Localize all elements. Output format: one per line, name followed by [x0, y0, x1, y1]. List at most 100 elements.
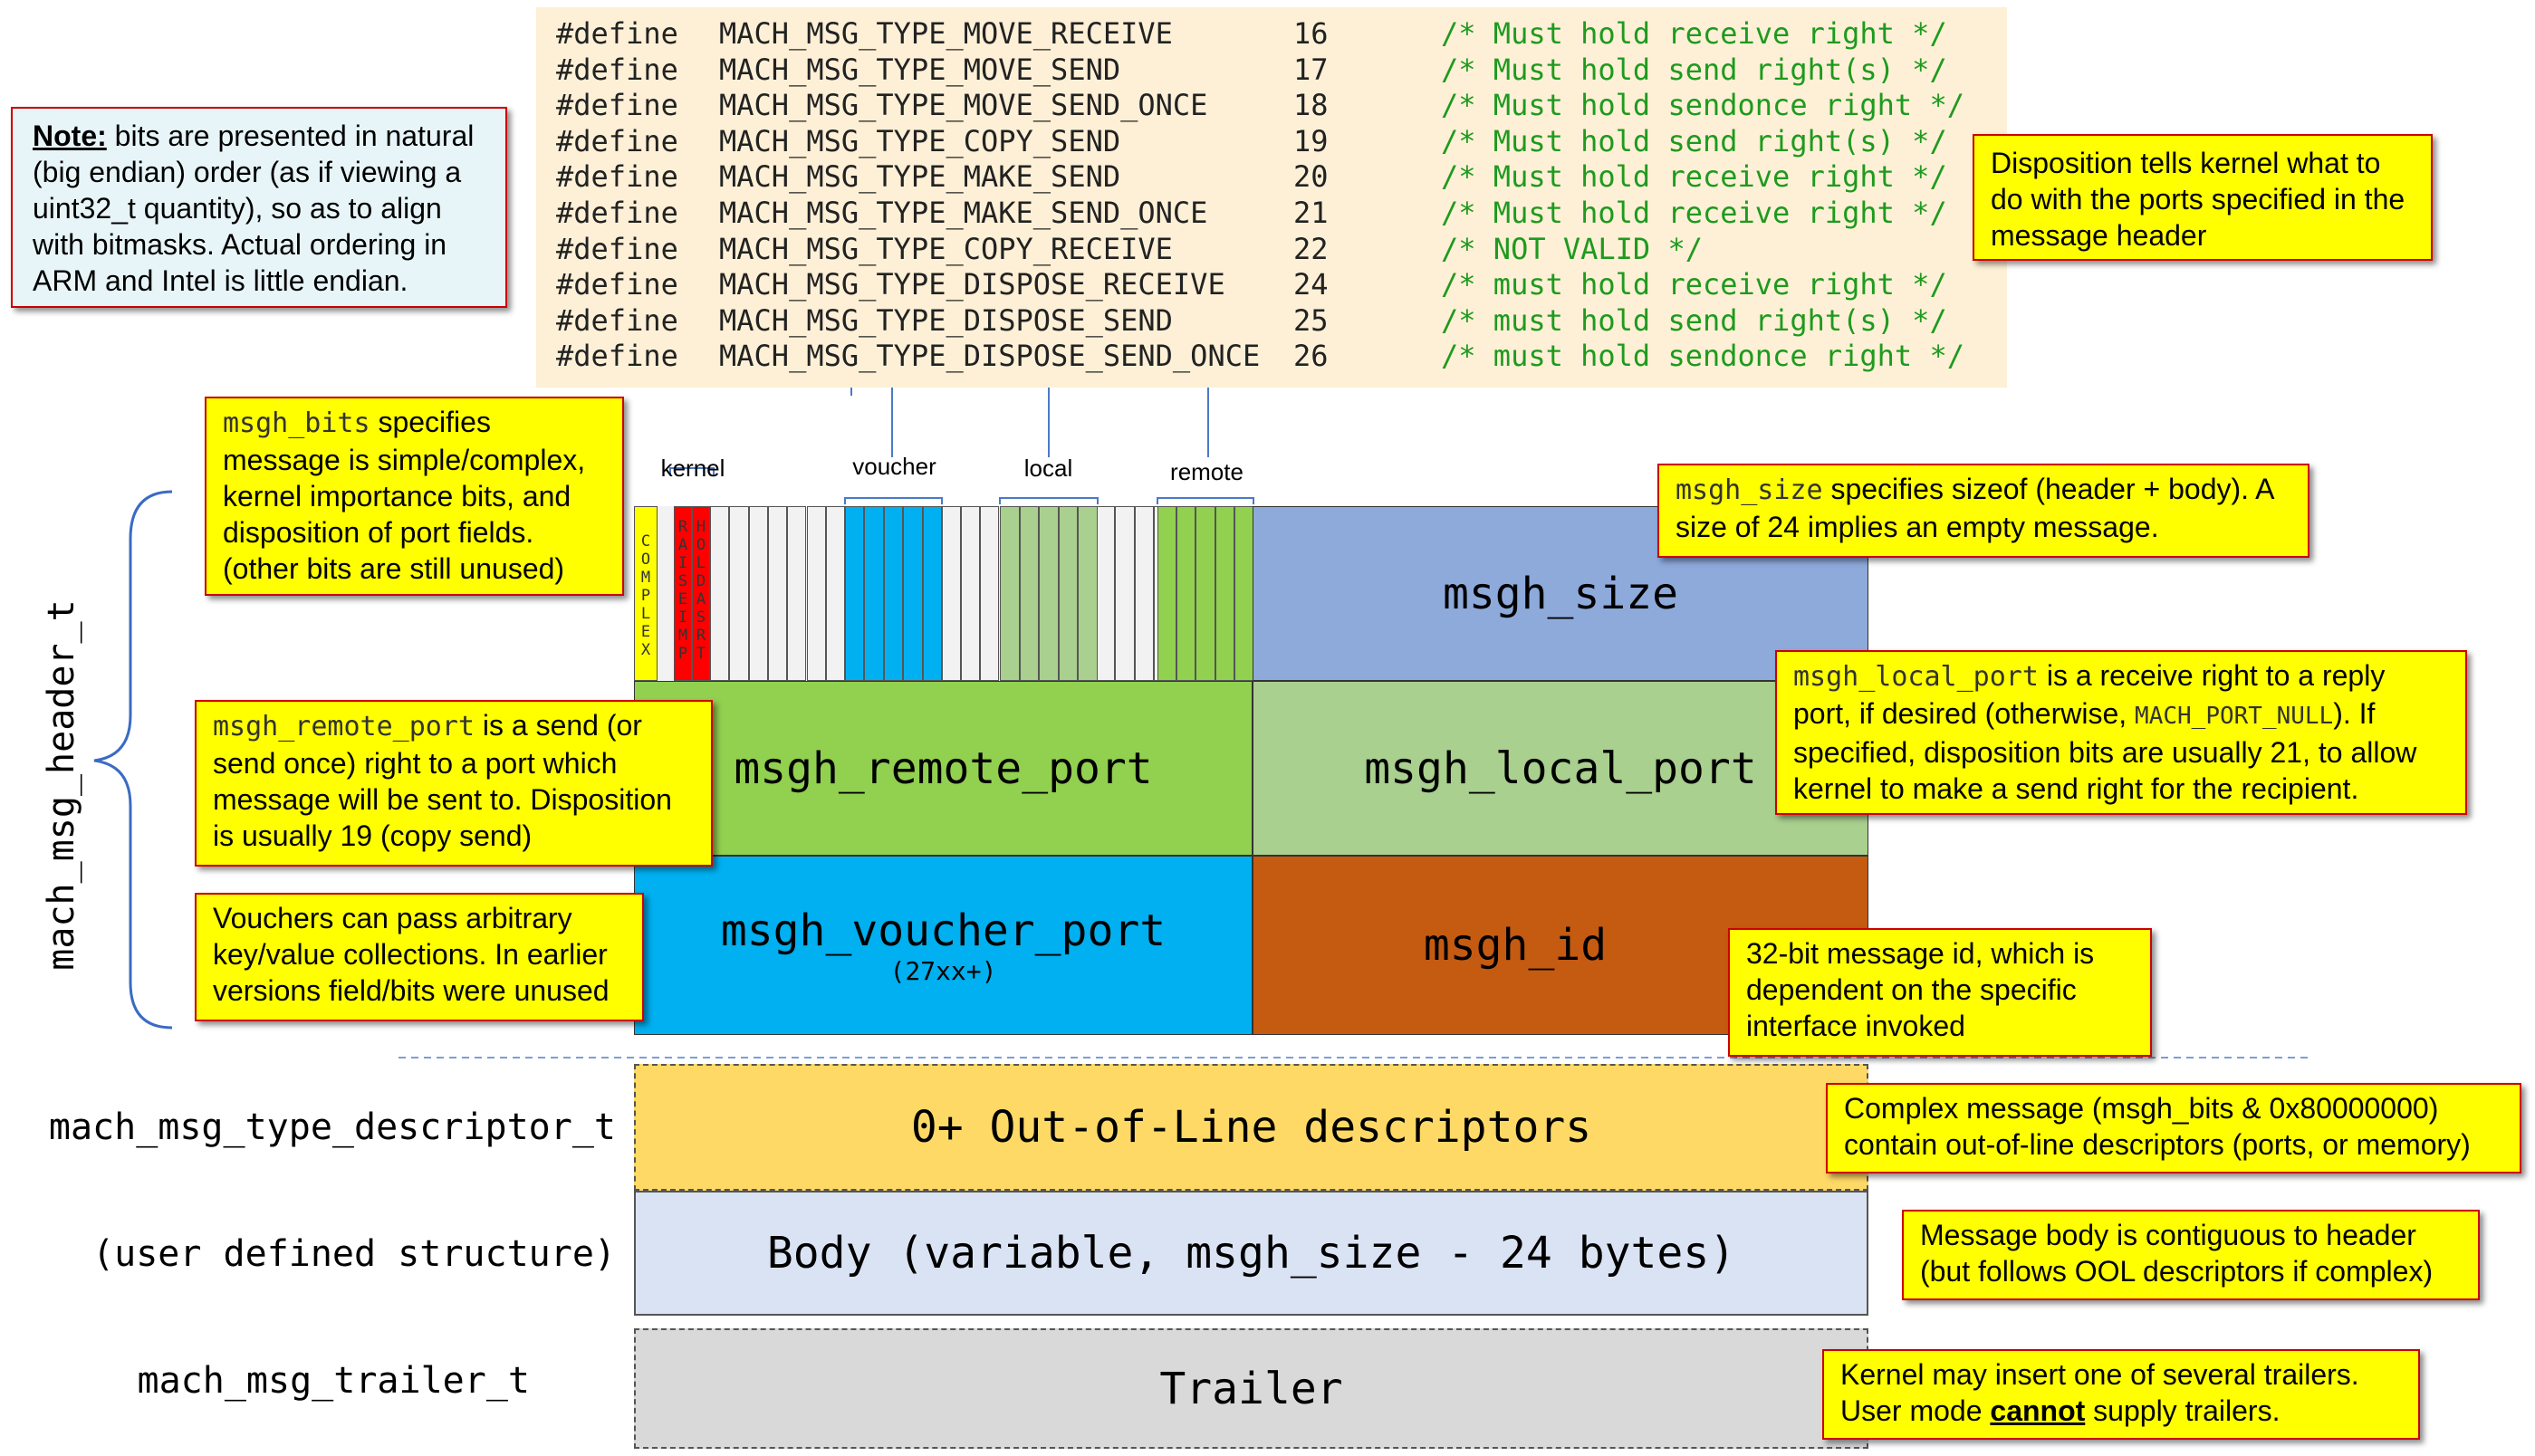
- msgh-local-port-cell: msgh_local_port: [1253, 681, 1868, 856]
- msgh-bits-note: msgh_bits specifies message is simple/co…: [205, 397, 624, 596]
- bit-disposition: [1195, 506, 1215, 681]
- bit-disposition: [1215, 506, 1234, 681]
- bit-disposition: [1157, 506, 1177, 681]
- ool-descriptors-text: 0+ Out-of-Line descriptors: [910, 1102, 1592, 1153]
- code-define-keyword: #define: [556, 195, 678, 230]
- bit-disposition: [883, 506, 904, 681]
- code-define-keyword: #define: [556, 267, 678, 302]
- code-constant-value: 20: [1293, 159, 1329, 195]
- code-define-keyword: #define: [556, 302, 678, 338]
- bit-unused: [729, 506, 749, 681]
- bits-group-voucher-label: voucher: [852, 453, 936, 480]
- code-constant-name: MACH_MSG_TYPE_COPY_RECEIVE: [719, 231, 1173, 266]
- code-comment: /* must hold receive right */: [1441, 267, 1947, 302]
- msgh-remote-port-cell: msgh_remote_port: [634, 681, 1253, 856]
- bit-disposition: [1234, 506, 1253, 681]
- code-constant-value: 19: [1293, 123, 1329, 158]
- bit-unused: [941, 506, 961, 681]
- code-constant-value: 22: [1293, 231, 1329, 266]
- msgh-id-text: msgh_id: [1423, 920, 1608, 971]
- code-constant-value: 17: [1293, 52, 1329, 87]
- code-constant-value: 26: [1293, 339, 1329, 374]
- code-define-keyword: #define: [556, 159, 678, 195]
- msgh-voucher-port-cell: msgh_voucher_port (27xx+): [634, 856, 1253, 1035]
- bits-strip: [634, 506, 1270, 681]
- bit-disposition: [1078, 506, 1098, 681]
- code-line: #define MACH_MSG_TYPE_MOVE_SEND 17 /* Must …: [556, 53, 2007, 89]
- bits-group-local-label: local: [1023, 455, 1073, 482]
- code-comment: /* Must hold send right(s) */: [1441, 52, 1947, 87]
- code-constant-value: 25: [1293, 302, 1329, 338]
- code-constant-name: MACH_MSG_TYPE_COPY_SEND: [719, 123, 1121, 158]
- code-constant-name: MACH_MSG_TYPE_MAKE_SEND_ONCE: [719, 195, 1208, 230]
- code-comment: /* Must hold receive right */: [1441, 195, 1947, 230]
- code-constant-value: 16: [1293, 16, 1329, 51]
- code-define-keyword: #define: [556, 231, 678, 266]
- voucher-note-text: Vouchers can pass arbitrary key/value co…: [213, 902, 610, 1007]
- msgh-size-code: msgh_size: [1676, 474, 1823, 506]
- endianness-note: Note: bits are presented in natural (big…: [11, 107, 507, 308]
- body-cell: Body (variable, msgh_size - 24 bytes): [634, 1191, 1868, 1316]
- code-comment: /* must hold send right(s) */: [1441, 302, 1947, 338]
- note-prefix: Note:: [33, 120, 107, 152]
- message-body-note: Message body is contiguous to header (bu…: [1902, 1210, 2480, 1300]
- message-body-note-text: Message body is contiguous to header (bu…: [1920, 1219, 2434, 1288]
- trailer-text: Trailer: [1159, 1363, 1343, 1414]
- msgh-size-text: msgh_size: [1442, 568, 1679, 619]
- body-row-label: (user defined structure): [92, 1233, 616, 1275]
- code-constant-name: MACH_MSG_TYPE_MOVE_SEND_ONCE: [719, 88, 1208, 123]
- msgh-id-note-text: 32-bit message id, which is dependent on…: [1746, 937, 2095, 1042]
- trailer-note-post: supply trailers.: [2085, 1394, 2281, 1427]
- code-constant-name: MACH_MSG_TYPE_DISPOSE_SEND: [719, 302, 1173, 338]
- bit-unused: [767, 506, 788, 681]
- msgh-voucher-port-text: msgh_voucher_port: [720, 905, 1167, 956]
- code-comment: /* Must hold receive right */: [1441, 159, 1947, 195]
- ool-row-label: mach_msg_type_descriptor_t: [48, 1106, 616, 1148]
- note-text: bits are presented in natural (big endia…: [33, 120, 475, 297]
- code-constant-value: 24: [1293, 267, 1329, 302]
- code-comment: /* Must hold send right(s) */: [1441, 123, 1947, 158]
- bits-group-kernel-label: kernel: [660, 455, 725, 482]
- bit-unused: [710, 506, 730, 681]
- msgh-size-note: msgh_size specifies sizeof (header + bod…: [1657, 464, 2309, 558]
- bit-disposition: [864, 506, 884, 681]
- code-constant-name: MACH_MSG_TYPE_DISPOSE_SEND_ONCE: [719, 339, 1261, 374]
- complex-message-note-text: Complex message (msgh_bits & 0x80000000)…: [1844, 1092, 2471, 1161]
- ool-descriptors-cell: 0+ Out-of-Line descriptors: [634, 1064, 1868, 1191]
- code-constant-value: 18: [1293, 88, 1329, 123]
- bits-group-remote-label: remote: [1170, 458, 1243, 485]
- disposition-note-text: Disposition tells kernel what to do with…: [1991, 147, 2405, 252]
- bit-unused: [806, 506, 826, 681]
- bit-disposition: [922, 506, 942, 681]
- bit-disposition: [1058, 506, 1079, 681]
- code-define-keyword: #define: [556, 339, 678, 374]
- disposition-note: Disposition tells kernel what to do with…: [1973, 134, 2433, 261]
- msgh-local-port-note: msgh_local_port is a receive right to a …: [1775, 650, 2467, 815]
- bit-disposition: [845, 506, 865, 681]
- bit-unused: [787, 506, 807, 681]
- bit-unused: [960, 506, 981, 681]
- trailer-cell: Trailer: [634, 1328, 1868, 1449]
- trailer-note: Kernel may insert one of several trailer…: [1822, 1349, 2420, 1440]
- voucher-note: Vouchers can pass arbitrary key/value co…: [195, 893, 644, 1021]
- msgh-bits-code: msgh_bits: [223, 407, 370, 439]
- msgh-remote-port-note: msgh_remote_port is a send (or send once…: [195, 700, 713, 867]
- code-line: #define MACH_MSG_TYPE_DISPOSE_SEND_ONCE 26…: [556, 339, 2007, 375]
- msgh-local-port-code: msgh_local_port: [1793, 661, 2039, 693]
- code-constant-name: MACH_MSG_TYPE_DISPOSE_RECEIVE: [719, 267, 1225, 302]
- code-define-keyword: #define: [556, 52, 678, 87]
- trailer-row-label: mach_msg_trailer_t: [137, 1360, 530, 1402]
- bit-unused: [980, 506, 1000, 681]
- code-define-keyword: #define: [556, 16, 678, 51]
- msgh-bits-text: specifies message is simple/complex, ker…: [223, 406, 586, 585]
- code-constant-name: MACH_MSG_TYPE_MOVE_SEND: [719, 52, 1121, 87]
- mach-port-null-code: MACH_PORT_NULL: [2135, 703, 2334, 730]
